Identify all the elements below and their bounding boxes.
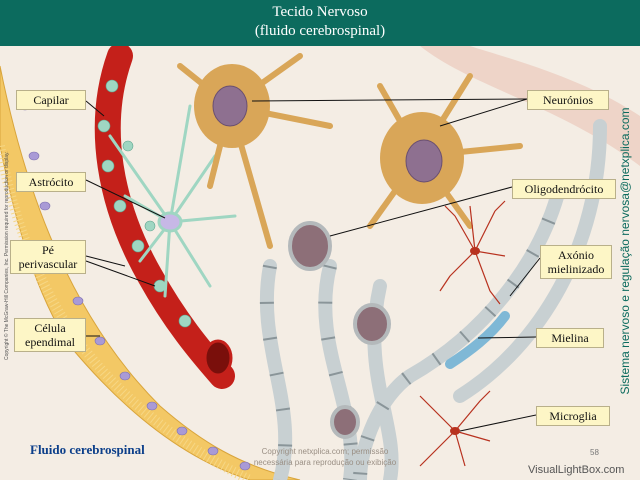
label-axonio-line2: mielinizado <box>547 262 605 276</box>
label-pe-perivascular: Pé perivascular <box>10 240 86 274</box>
slide-subtitle: (fluido cerebrospinal) <box>254 23 386 39</box>
label-neuronios: Neurónios <box>527 90 609 110</box>
label-microglia-text: Microglia <box>549 409 597 423</box>
myelin-nodes <box>259 184 567 480</box>
copyright-watermark: Copyright netxplica.com; permissão neces… <box>230 446 420 468</box>
label-pe-line2: perivascular <box>18 257 78 271</box>
label-mielina: Mielina <box>536 328 604 348</box>
perivascular-feet <box>97 79 192 328</box>
label-astrocito-text: Astrócito <box>28 175 74 189</box>
label-pe-line1: Pé <box>42 243 54 257</box>
slide-title: Tecido Nervoso <box>272 4 368 20</box>
neuron-nucleus-1 <box>212 85 248 127</box>
site-side-text: Sistema nervoso e regulação nervosa@netx… <box>618 107 632 395</box>
microglia-2-body <box>450 427 460 435</box>
nervous-tissue-illustration <box>0 46 640 480</box>
label-capilar: Capilar <box>16 90 86 110</box>
label-oligodendrocito-text: Oligodendrócito <box>524 182 604 196</box>
microglia-1 <box>439 200 506 305</box>
myelin-highlight <box>445 311 510 369</box>
ependymal-cilia <box>0 145 253 480</box>
microglia-2 <box>419 390 491 467</box>
background-vessel <box>420 46 640 166</box>
label-celula-line1: Célula <box>34 321 66 335</box>
astrocyte-body <box>157 211 183 233</box>
copyright-side-text: Copyright © The McGraw-Hill Companies, I… <box>4 151 10 360</box>
label-celula-line2: ependimal <box>25 335 75 349</box>
watermark-line1: Copyright netxplica.com; permissão <box>261 447 389 456</box>
label-neuronios-text: Neurónios <box>543 93 593 107</box>
page-number: 58 <box>590 448 599 457</box>
neuron-nucleus-2 <box>405 139 443 183</box>
label-axonio-mielinizado: Axónio mielinizado <box>540 245 612 279</box>
leader-lines <box>85 98 541 432</box>
slide-header: Tecido Nervoso (fluido cerebrospinal) <box>0 0 640 46</box>
label-mielina-text: Mielina <box>551 331 589 345</box>
label-oligodendrocito: Oligodendrócito <box>512 179 616 199</box>
label-microglia: Microglia <box>536 406 610 426</box>
microglia-1-body <box>470 247 480 255</box>
label-axonio-line1: Axónio <box>558 248 594 262</box>
label-astrocito: Astrócito <box>16 172 86 192</box>
capillary <box>94 46 235 389</box>
visuallightbox-watermark: VisualLightBox.com <box>528 464 625 476</box>
label-capilar-text: Capilar <box>33 93 69 107</box>
label-celula-ependimal: Célula ependimal <box>14 318 86 352</box>
capillary-opening <box>203 339 233 377</box>
oligodendrocytes <box>288 221 391 439</box>
watermark-line2: necessária para reprodução ou exibição <box>253 458 397 467</box>
fluido-cerebrospinal-label: Fluido cerebrospinal <box>30 442 145 457</box>
